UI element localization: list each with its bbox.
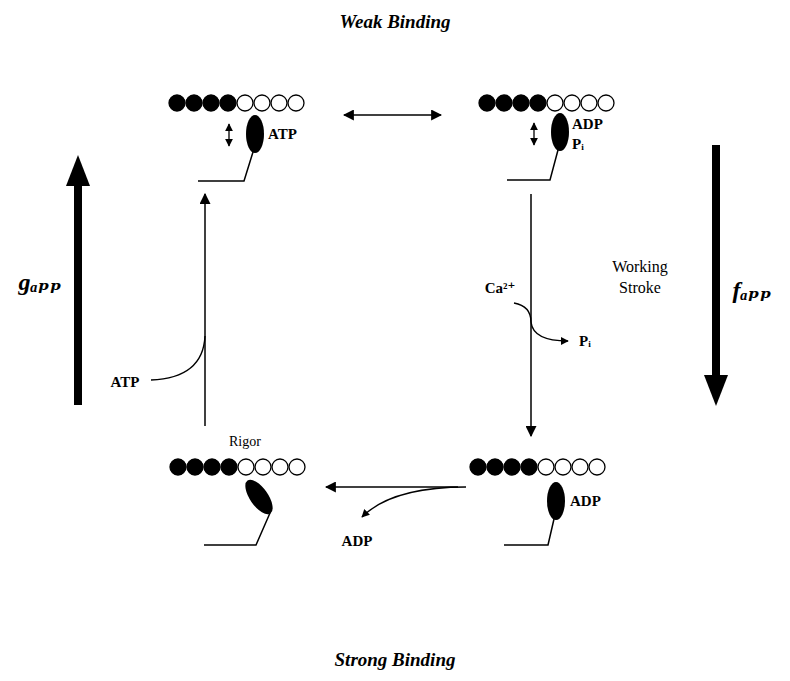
myosin-head <box>204 475 278 545</box>
actin-monomer <box>170 459 186 475</box>
cross-bridge-state: ADP Pᵢ <box>445 88 625 190</box>
actin-monomer <box>530 95 546 111</box>
substrate-label: ATP <box>111 373 140 391</box>
actin-monomer <box>589 459 605 475</box>
transition-arrow <box>344 114 441 116</box>
rate-arrow <box>704 145 728 406</box>
product-label: Pᵢ <box>579 332 591 350</box>
actin-monomer <box>271 95 287 111</box>
actin-monomer <box>581 95 597 111</box>
actin-monomer <box>564 95 580 111</box>
actin-monomer <box>204 459 220 475</box>
release-curve <box>514 303 568 341</box>
edge-label: Working Stroke <box>612 257 668 299</box>
actin-monomer <box>238 459 254 475</box>
ion-label: Ca²⁺ <box>485 279 516 297</box>
cross-bridge-state: Rigor <box>160 430 322 552</box>
transition-arrow <box>204 194 206 426</box>
actin-monomer <box>547 95 563 111</box>
actin-monomer <box>187 459 203 475</box>
actin-monomer <box>470 459 486 475</box>
product-label: ADP <box>342 532 373 550</box>
actin-monomer <box>254 95 270 111</box>
actin-monomer <box>203 95 219 111</box>
rate-label: gₐₚₚ <box>18 268 61 297</box>
myosin-head <box>504 482 565 545</box>
actin-monomer <box>496 95 512 111</box>
actin-monomer <box>221 459 237 475</box>
section-heading: Weak Binding <box>339 11 450 34</box>
actin-monomer <box>220 95 236 111</box>
actin-monomer <box>598 95 614 111</box>
section-heading: Strong Binding <box>335 649 456 672</box>
actin-monomer <box>513 95 529 111</box>
actin-filament <box>169 95 614 475</box>
myosin-head <box>198 115 264 181</box>
cross-bridge-state: ATP <box>160 88 340 190</box>
state-label: ATP <box>268 124 297 144</box>
rate-arrow <box>66 155 90 405</box>
rate-label: fₐₚₚ <box>732 276 771 305</box>
actin-monomer <box>255 459 271 475</box>
state-label: Rigor <box>229 433 261 452</box>
actin-monomer <box>521 459 537 475</box>
state-label: ADP Pᵢ <box>572 114 602 155</box>
transition-arrow <box>326 486 458 488</box>
release-curve <box>362 487 466 517</box>
transition-arrow <box>530 194 532 436</box>
actin-monomer <box>272 459 288 475</box>
actin-monomer <box>186 95 202 111</box>
binding-curve <box>151 336 205 380</box>
actin-monomer <box>237 95 253 111</box>
actin-monomer <box>289 459 305 475</box>
actin-monomer <box>487 459 503 475</box>
actin-monomer <box>572 459 588 475</box>
actin-monomer <box>479 95 495 111</box>
actin-monomer <box>288 95 304 111</box>
actin-monomer <box>504 459 520 475</box>
cross-bridge-state: ADP <box>462 440 622 552</box>
actin-monomer <box>169 95 185 111</box>
actin-monomer <box>538 459 554 475</box>
state-label: ADP <box>570 491 601 511</box>
actin-monomer <box>555 459 571 475</box>
myosin-head <box>507 113 569 180</box>
